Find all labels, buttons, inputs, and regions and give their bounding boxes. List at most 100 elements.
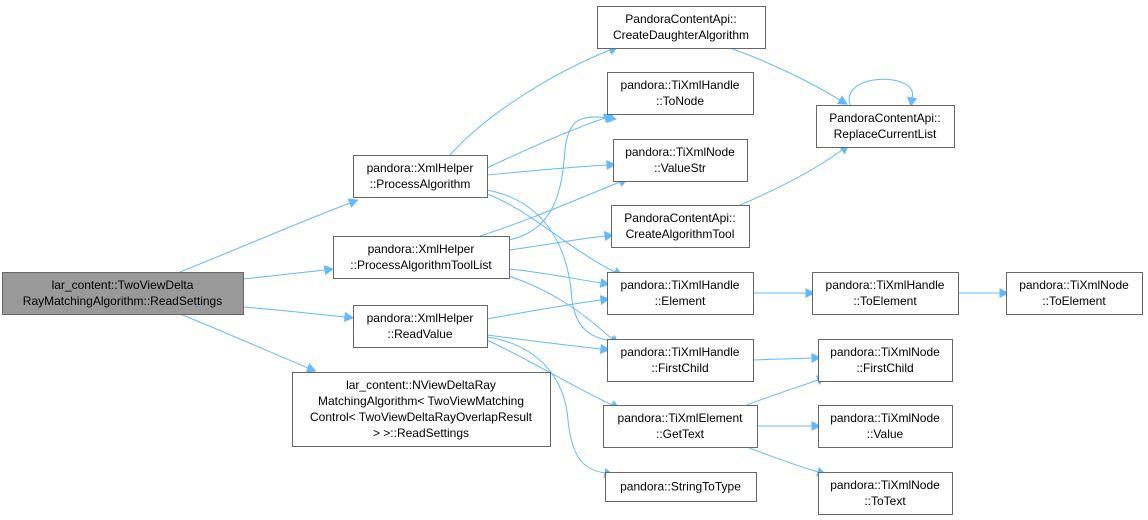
edge-getText-to-nodeValue <box>757 420 822 432</box>
node-handleElement[interactable]: pandora::TiXmlHandle::Element <box>607 272 754 315</box>
node-getText[interactable]: pandora::TiXmlElement::GetText <box>603 405 758 448</box>
node-box[interactable] <box>333 236 510 279</box>
edge-line <box>486 336 606 474</box>
node-box[interactable] <box>605 472 757 502</box>
node-box[interactable] <box>597 6 766 49</box>
node-label-line: pandora::XmlHelper <box>367 311 474 325</box>
edge-line <box>752 357 813 361</box>
node-box[interactable] <box>818 339 953 382</box>
node-label-line: lar_content::NViewDeltaRay <box>346 378 496 392</box>
edge-line <box>746 379 819 406</box>
node-label-line: ::ToNode <box>656 94 704 108</box>
node-handleToElement[interactable]: pandora::TiXmlHandle::ToElement <box>812 272 959 315</box>
node-readValue[interactable]: pandora::XmlHelper::ReadValue <box>353 305 488 348</box>
node-nodeFirstChild[interactable]: pandora::TiXmlNode::FirstChild <box>818 339 953 382</box>
node-box[interactable] <box>818 472 953 515</box>
node-nodeToText[interactable]: pandora::TiXmlNode::ToText <box>818 472 953 515</box>
edge-handleFirstChild-to-nodeFirstChild <box>752 352 822 364</box>
node-label-line: pandora::StringToType <box>620 480 741 494</box>
nodes-layer: lar_content::TwoViewDeltaRayMatchingAlgo… <box>2 6 1143 515</box>
node-root[interactable]: lar_content::TwoViewDeltaRayMatchingAlgo… <box>2 272 244 315</box>
node-label-line: lar_content::TwoViewDelta <box>52 278 194 292</box>
arrowhead-icon <box>344 311 355 322</box>
arrowhead-icon <box>606 159 617 171</box>
node-label-line: pandora::TiXmlNode <box>1019 278 1129 292</box>
node-processAlgorithm[interactable]: pandora::XmlHelper::ProcessAlgorithm <box>353 155 488 198</box>
edge-root-to-nviewReadSettings <box>179 313 317 373</box>
node-box[interactable] <box>2 272 244 315</box>
edge-line <box>508 275 613 340</box>
node-label-line: ::ToElement <box>853 294 917 308</box>
node-label-line: ::FirstChild <box>651 361 708 375</box>
edge-line <box>508 268 602 284</box>
node-label-line: ::FirstChild <box>856 361 913 375</box>
node-createAlgorithmTool[interactable]: PandoraContentApi::CreateAlgorithmTool <box>611 205 750 248</box>
node-box[interactable] <box>353 155 488 198</box>
node-processAlgorithmToolList[interactable]: pandora::XmlHelper::ProcessAlgorithmTool… <box>333 236 510 279</box>
node-label-line: Control< TwoViewDeltaRayOverlapResult <box>310 410 533 424</box>
edge-line <box>486 299 602 320</box>
node-box[interactable] <box>816 105 955 148</box>
node-box[interactable] <box>613 139 748 182</box>
edge-line <box>739 149 843 206</box>
node-replaceCurrentList[interactable]: PandoraContentApi::ReplaceCurrentList <box>816 105 955 148</box>
node-box[interactable] <box>607 272 754 315</box>
node-label-line: pandora::TiXmlHandle <box>621 345 740 359</box>
node-box[interactable] <box>611 205 750 248</box>
node-stringToType[interactable]: pandora::StringToType <box>605 472 757 502</box>
node-label-line: PandoraContentApi:: <box>625 12 736 26</box>
node-box[interactable] <box>607 72 754 115</box>
edge-readValue-to-handleFirstChild <box>486 334 611 354</box>
node-box[interactable] <box>603 405 758 448</box>
node-label-line: ::ToText <box>864 494 906 508</box>
node-box[interactable] <box>818 405 953 448</box>
node-box[interactable] <box>1006 272 1143 315</box>
arrowhead-icon <box>305 363 317 373</box>
node-box[interactable] <box>292 372 551 447</box>
node-label-line: RayMatchingAlgorithm::ReadSettings <box>23 294 222 308</box>
node-label-line: ::ProcessAlgorithmToolList <box>350 258 492 272</box>
node-label-line: pandora::XmlHelper <box>368 242 475 256</box>
node-label-line: PandoraContentApi:: <box>829 111 940 125</box>
edge-getText-to-nodeToText <box>746 446 827 477</box>
edge-handleToElement-to-nodeToElement <box>957 287 1010 299</box>
node-box[interactable] <box>812 272 959 315</box>
arrowhead-icon <box>603 231 614 242</box>
node-label-line: ::ProcessAlgorithm <box>370 177 471 191</box>
node-label-line: ::GetText <box>656 427 705 441</box>
node-label-line: pandora::TiXmlNode <box>830 478 940 492</box>
node-box[interactable] <box>353 305 488 348</box>
node-label-line: CreateDaughterAlgorithm <box>613 28 749 42</box>
node-label-line: pandora::TiXmlElement <box>618 411 744 425</box>
node-label-line: pandora::TiXmlNode <box>830 411 940 425</box>
node-nviewReadSettings[interactable]: lar_content::NViewDeltaRayMatchingAlgori… <box>292 372 551 447</box>
edge-line <box>508 116 609 241</box>
edge-processAlgorithmToolList-to-createAlgorithmTool <box>508 231 614 251</box>
edge-root-to-processAlgorithmToolList <box>242 265 334 280</box>
edge-handleElement-to-handleToElement <box>752 287 816 299</box>
node-toNode[interactable]: pandora::TiXmlHandle::ToNode <box>607 72 754 115</box>
edge-line <box>486 193 616 273</box>
node-box[interactable] <box>607 339 754 382</box>
node-nodeToElement[interactable]: pandora::TiXmlNode::ToElement <box>1006 272 1143 315</box>
edge-line <box>486 189 613 342</box>
edge-processAlgorithmToolList-to-handleElement <box>508 268 610 288</box>
edge-line <box>508 235 606 251</box>
node-label-line: ::Value <box>867 427 904 441</box>
node-label-line: pandora::TiXmlNode <box>830 345 940 359</box>
node-handleFirstChild[interactable]: pandora::TiXmlHandle::FirstChild <box>607 339 754 382</box>
edge-line <box>242 306 346 318</box>
edge-line <box>486 164 608 176</box>
arrowhead-icon <box>805 287 816 299</box>
arrowhead-icon <box>347 198 359 208</box>
node-label-line: ::ToElement <box>1042 294 1106 308</box>
edge-line <box>486 334 602 350</box>
node-label-line: > >::ReadSettings <box>373 426 469 440</box>
edge-replaceCurrentList-to-replaceCurrentList <box>848 78 918 107</box>
node-valueStr[interactable]: pandora::TiXmlNode::ValueStr <box>613 139 748 182</box>
edge-createDaughterAlgorithm-to-replaceCurrentList <box>729 47 848 105</box>
node-label-line: CreateAlgorithmTool <box>626 227 735 241</box>
node-createDaughterAlgorithm[interactable]: PandoraContentApi::CreateDaughterAlgorit… <box>597 6 766 49</box>
node-nodeValue[interactable]: pandora::TiXmlNode::Value <box>818 405 953 448</box>
edge-processAlgorithm-to-valueStr <box>486 159 617 176</box>
